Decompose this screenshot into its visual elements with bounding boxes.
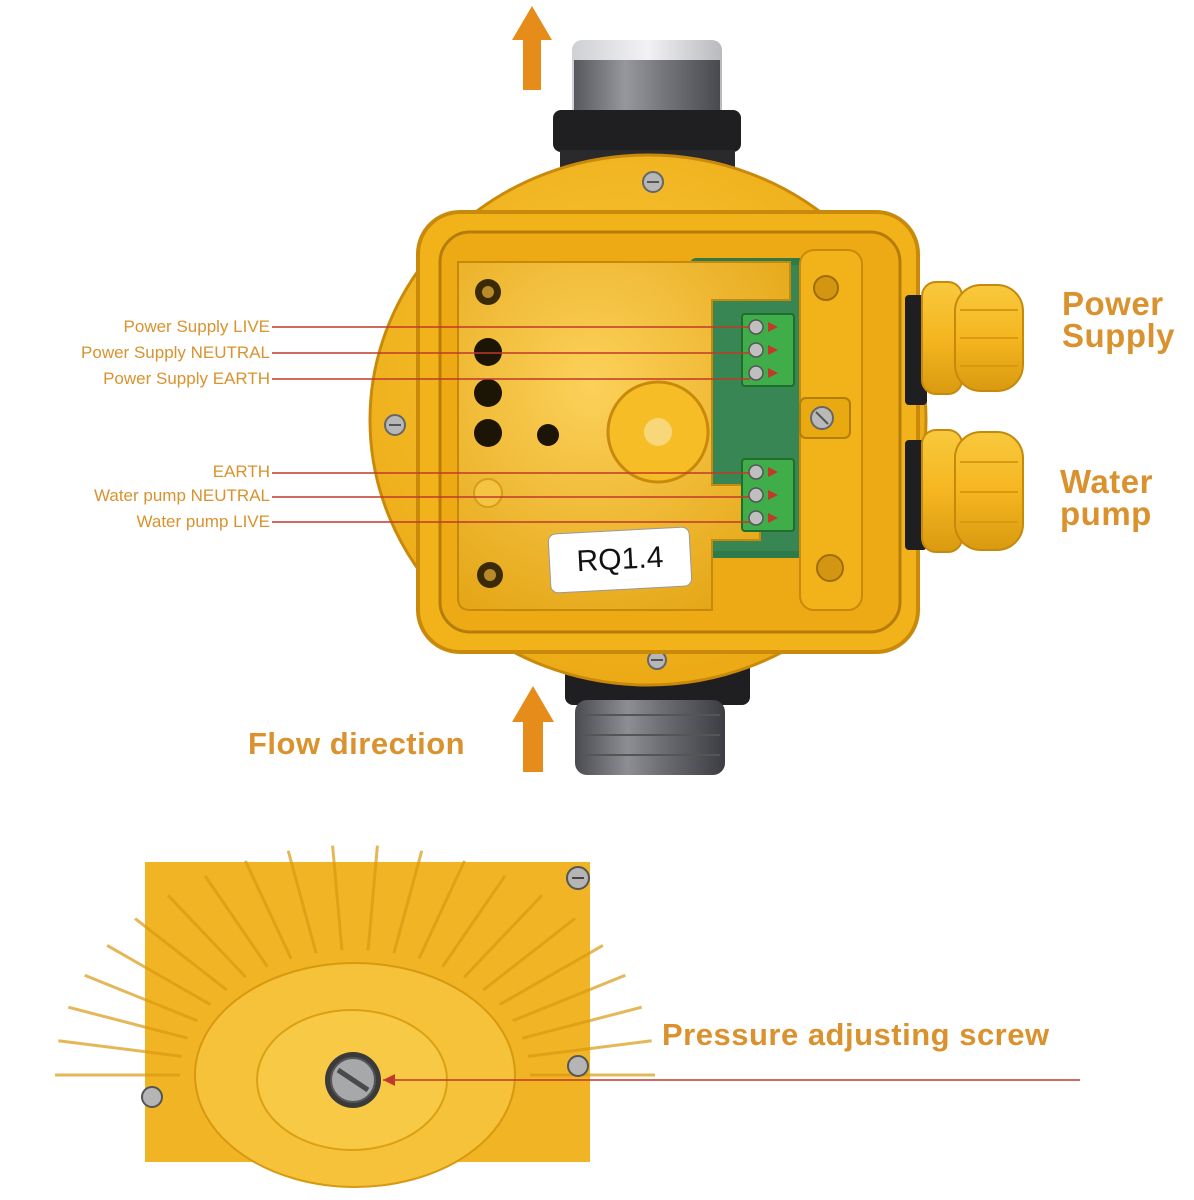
- screw-icon: [642, 171, 664, 193]
- closeup-photo: [55, 845, 1080, 1188]
- screw-icon: [567, 1055, 589, 1077]
- screw-icon: [799, 397, 851, 439]
- label-power-supply-live: Power Supply LIVE: [123, 317, 270, 336]
- outlet-pipe: [553, 40, 741, 175]
- screw-icon: [141, 1086, 163, 1108]
- screw-icon: [647, 650, 667, 670]
- pressure-adjusting-screw: [325, 1052, 381, 1108]
- label-power-supply-earth: Power Supply EARTH: [103, 369, 270, 388]
- label-power-supply: Power Supply: [1062, 285, 1176, 354]
- cable-gland-icon: [905, 281, 1024, 405]
- label-power-supply-line2: Supply: [1062, 317, 1176, 354]
- label-water-pump-neutral: Water pump NEUTRAL: [93, 486, 270, 505]
- up-arrow-icon: [512, 6, 552, 90]
- terminal-box: [416, 210, 920, 654]
- screw-icon: [384, 414, 406, 436]
- label-pressure-adjusting-screw: Pressure adjusting screw: [662, 1017, 1050, 1052]
- label-earth: EARTH: [212, 462, 270, 481]
- cable-gland-icon: [905, 429, 1024, 553]
- label-water-pump: Water pump: [1060, 463, 1153, 532]
- label-power-supply-neutral: Power Supply NEUTRAL: [81, 343, 270, 362]
- label-water-pump-line2: pump: [1060, 495, 1152, 532]
- label-flow-direction: Flow direction: [248, 726, 466, 761]
- up-arrow-icon: [512, 686, 554, 772]
- model-tag: RQ1.4: [547, 526, 693, 594]
- terminal-block-icon: [741, 313, 795, 387]
- label-water-pump-live: Water pump LIVE: [136, 512, 270, 531]
- label-water-pump-line1: Water: [1060, 463, 1153, 500]
- terminal-block-icon: [741, 458, 795, 532]
- screw-icon: [566, 866, 590, 890]
- label-power-supply-line1: Power: [1062, 285, 1164, 322]
- wiring-leader-lines: [272, 326, 750, 523]
